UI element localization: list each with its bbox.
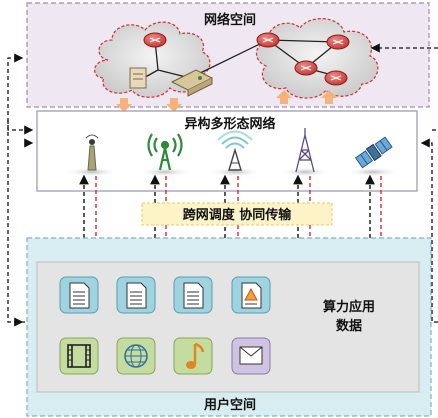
envelope-icon — [231, 337, 271, 375]
music-note-icon — [173, 337, 213, 375]
document-icon — [116, 276, 156, 314]
globe-icon — [116, 337, 156, 375]
router-icon — [143, 32, 167, 48]
uplink-arrows — [116, 90, 337, 112]
document-icon — [59, 276, 99, 314]
server-icon — [129, 67, 147, 89]
app-data-line2: 数据 — [336, 318, 362, 334]
cell-tower-icon — [147, 133, 183, 171]
router-icon — [256, 32, 280, 48]
router-icon — [326, 34, 350, 50]
wifi-tower-icon — [217, 130, 253, 171]
document-icon — [173, 276, 213, 314]
antenna-icon — [85, 134, 99, 171]
warning-document-icon — [231, 276, 271, 314]
user-space-region: 用户空间 算力应用 数据 — [26, 237, 432, 417]
router-icon — [294, 60, 318, 76]
app-data-line1: 算力应用 — [323, 299, 375, 315]
satellite-icon — [354, 136, 393, 169]
scheduling-label: 跨网调度 协同传输 — [141, 202, 333, 226]
cyberspace-title: 网络空间 — [204, 12, 256, 28]
hetero-network-panel: 异构多形态网络 — [36, 110, 418, 192]
feedback-loop-arrows — [7, 43, 438, 327]
film-icon — [59, 337, 99, 375]
hetero-network-title: 异构多形态网络 — [184, 116, 275, 132]
broadcast-tower-icon — [295, 128, 315, 173]
router-icon — [324, 70, 348, 86]
user-space-title: 用户空间 — [203, 397, 256, 413]
switch-icon — [170, 69, 214, 97]
scheduling-text: 跨网调度 协同传输 — [183, 207, 293, 223]
cyberspace-region: 网络空间 — [26, 2, 430, 112]
